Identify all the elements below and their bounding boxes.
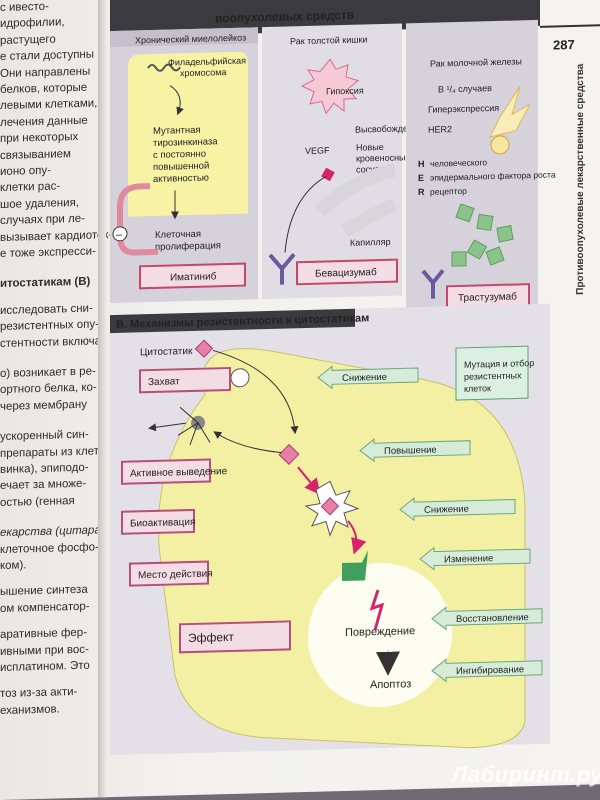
left-box-label: Эффект xyxy=(188,630,234,645)
drug-imatinib: Иматиниб xyxy=(170,270,217,283)
cml-prolif-line: Клеточная xyxy=(155,229,201,241)
cml-kinase-line: повышенной xyxy=(153,161,209,173)
legend-text: эпидермального фактора роста xyxy=(430,169,556,182)
colon-hypoxia: Гипоксия xyxy=(326,85,364,96)
resistance-arrow-label: Повышение xyxy=(384,445,437,457)
legend-letter: E xyxy=(418,173,424,183)
resistance-arrow xyxy=(419,546,531,571)
left-box xyxy=(139,366,231,394)
panel-breast: Рак молочной железы В ¹/₄ случаев Гиперэ… xyxy=(406,19,556,314)
panel-cml: Хронический миелолейкоз Филадельфийскаях… xyxy=(110,27,258,304)
page-number: 287 xyxy=(553,36,575,53)
left-box-label: Биоактивация xyxy=(130,517,195,530)
left-box-label: Место действия xyxy=(138,568,213,581)
nucleus xyxy=(308,563,452,708)
cml-kinase-line: активностью xyxy=(153,173,209,185)
legend-letter: H xyxy=(418,159,424,169)
cml-title: Хронический миелолейкоз xyxy=(135,33,246,46)
watermark-text: Лабиринт.ру xyxy=(452,762,600,787)
left-box-label: Захват xyxy=(148,376,180,388)
resistance-arrow xyxy=(431,606,543,631)
colon-capillary: Капилляр xyxy=(350,237,391,248)
resistance-arrow xyxy=(317,365,419,390)
mutation-line: клеток xyxy=(464,383,491,394)
breast-title: Рак молочной железы xyxy=(430,56,522,68)
legend-text: рецептор xyxy=(430,186,467,197)
breast-her2: HER2 xyxy=(428,124,452,135)
label-cytostatic: Цитостатик xyxy=(140,346,193,358)
resistance-arrow-label: Восстановление xyxy=(456,612,529,625)
drug-bevacizumab: Бевацизумаб xyxy=(315,266,377,280)
legend-text: человеческого xyxy=(430,157,487,169)
cml-chromosome-word: хромосома xyxy=(180,67,227,78)
side-title-text: Противоопухолевые лекарственные средства xyxy=(575,63,586,295)
side-title: Противоопухолевые лекарственные средства xyxy=(557,64,586,306)
resistance-arrow xyxy=(431,658,543,683)
mutation-box xyxy=(455,345,529,401)
resistance-arrow xyxy=(359,438,471,463)
left-box xyxy=(121,508,195,535)
left-box xyxy=(179,620,291,654)
drug-box-bevacizumab xyxy=(296,258,398,286)
cml-minus: – xyxy=(116,229,123,241)
mutation-line: Мутация и отбор xyxy=(464,358,534,370)
resistance-arrow-label: Снижение xyxy=(342,372,387,384)
cml-prolif-line: пролиферация xyxy=(155,240,221,253)
colon-vegf: VEGF xyxy=(305,145,330,156)
breast-cases: В ¹/₄ случаев xyxy=(438,83,492,94)
cml-kinase-line: тирозинкиназа xyxy=(153,136,218,149)
breast-overexp: Гиперэкспрессия xyxy=(428,103,499,115)
resistance-arrow-label: Ингибирование xyxy=(456,664,524,677)
her2-receptors xyxy=(451,203,514,267)
panel-colon: Рак толстой кишки Гипоксия Высвобождение… xyxy=(262,23,423,300)
header-title: воопухолевых средств xyxy=(215,8,354,26)
watermark-logo: Лабиринт.ру xyxy=(452,762,600,788)
left-box xyxy=(129,560,209,587)
cml-chromosome-word: Филадельфийская xyxy=(168,56,246,68)
colon-vessel-line: Новые xyxy=(356,142,384,153)
colon-vessel-line: сосуды xyxy=(356,164,386,175)
colon-title: Рак толстой кишки xyxy=(290,34,367,46)
section-b: В. Механизмы резистентности к цитостатик… xyxy=(110,303,550,756)
left-box xyxy=(121,458,211,485)
resistance-arrow xyxy=(399,497,516,522)
drug-box-imatinib xyxy=(139,262,246,290)
drug-trastuzumab: Трастузумаб xyxy=(458,290,517,304)
mutation-line: резистентных xyxy=(464,370,522,382)
label-damage: Повреждение xyxy=(345,625,415,639)
left-box-label: Активное выведение xyxy=(130,466,228,480)
colon-release: Высвобождение xyxy=(355,123,423,135)
cml-kinase-line: Мутантная xyxy=(153,125,201,137)
right-arrows: СнижениеПовышениеСнижениеИзменениеВосста… xyxy=(317,365,543,683)
label-apoptosis: Апоптоз xyxy=(370,678,411,691)
resistance-arrow-label: Изменение xyxy=(444,553,493,565)
colon-vessel-line: кровеносные xyxy=(356,152,411,163)
resistance-arrow-label: Снижение xyxy=(424,504,469,516)
cml-kinase-line: с постоянно xyxy=(153,149,206,161)
cml-chromosome: Филадельфийскаяхромосома xyxy=(168,56,246,79)
legend-letter: R xyxy=(418,187,425,197)
